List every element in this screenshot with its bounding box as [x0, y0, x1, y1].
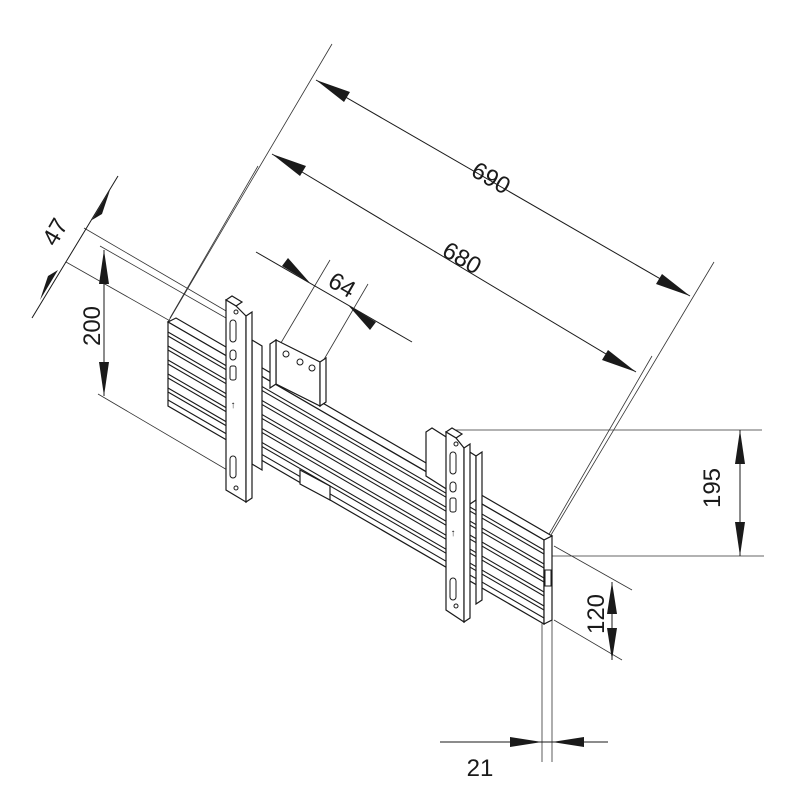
dimension-64-label: 64 — [323, 267, 360, 304]
dimension-200: 200 — [79, 245, 241, 475]
dimension-47-label: 47 — [37, 214, 74, 251]
dimension-690-label: 690 — [467, 157, 515, 200]
dimension-680-label: 680 — [438, 237, 486, 280]
vertical-arm-left: ↑ — [224, 295, 263, 504]
svg-text:↑: ↑ — [231, 400, 236, 411]
svg-text:↑: ↑ — [451, 528, 456, 539]
vertical-arm-right: ↑ — [425, 427, 483, 624]
wall-bracket — [269, 338, 327, 408]
dimension-120: 120 — [553, 545, 633, 661]
dimension-195-label: 195 — [699, 468, 726, 508]
dimension-195: 195 — [452, 429, 764, 557]
wall-bracket-lower — [299, 469, 331, 501]
dimension-120-label: 120 — [583, 594, 610, 634]
dimension-47: 47 — [31, 175, 246, 357]
dimension-21-label: 21 — [467, 755, 494, 782]
dimension-200-label: 200 — [79, 306, 106, 346]
